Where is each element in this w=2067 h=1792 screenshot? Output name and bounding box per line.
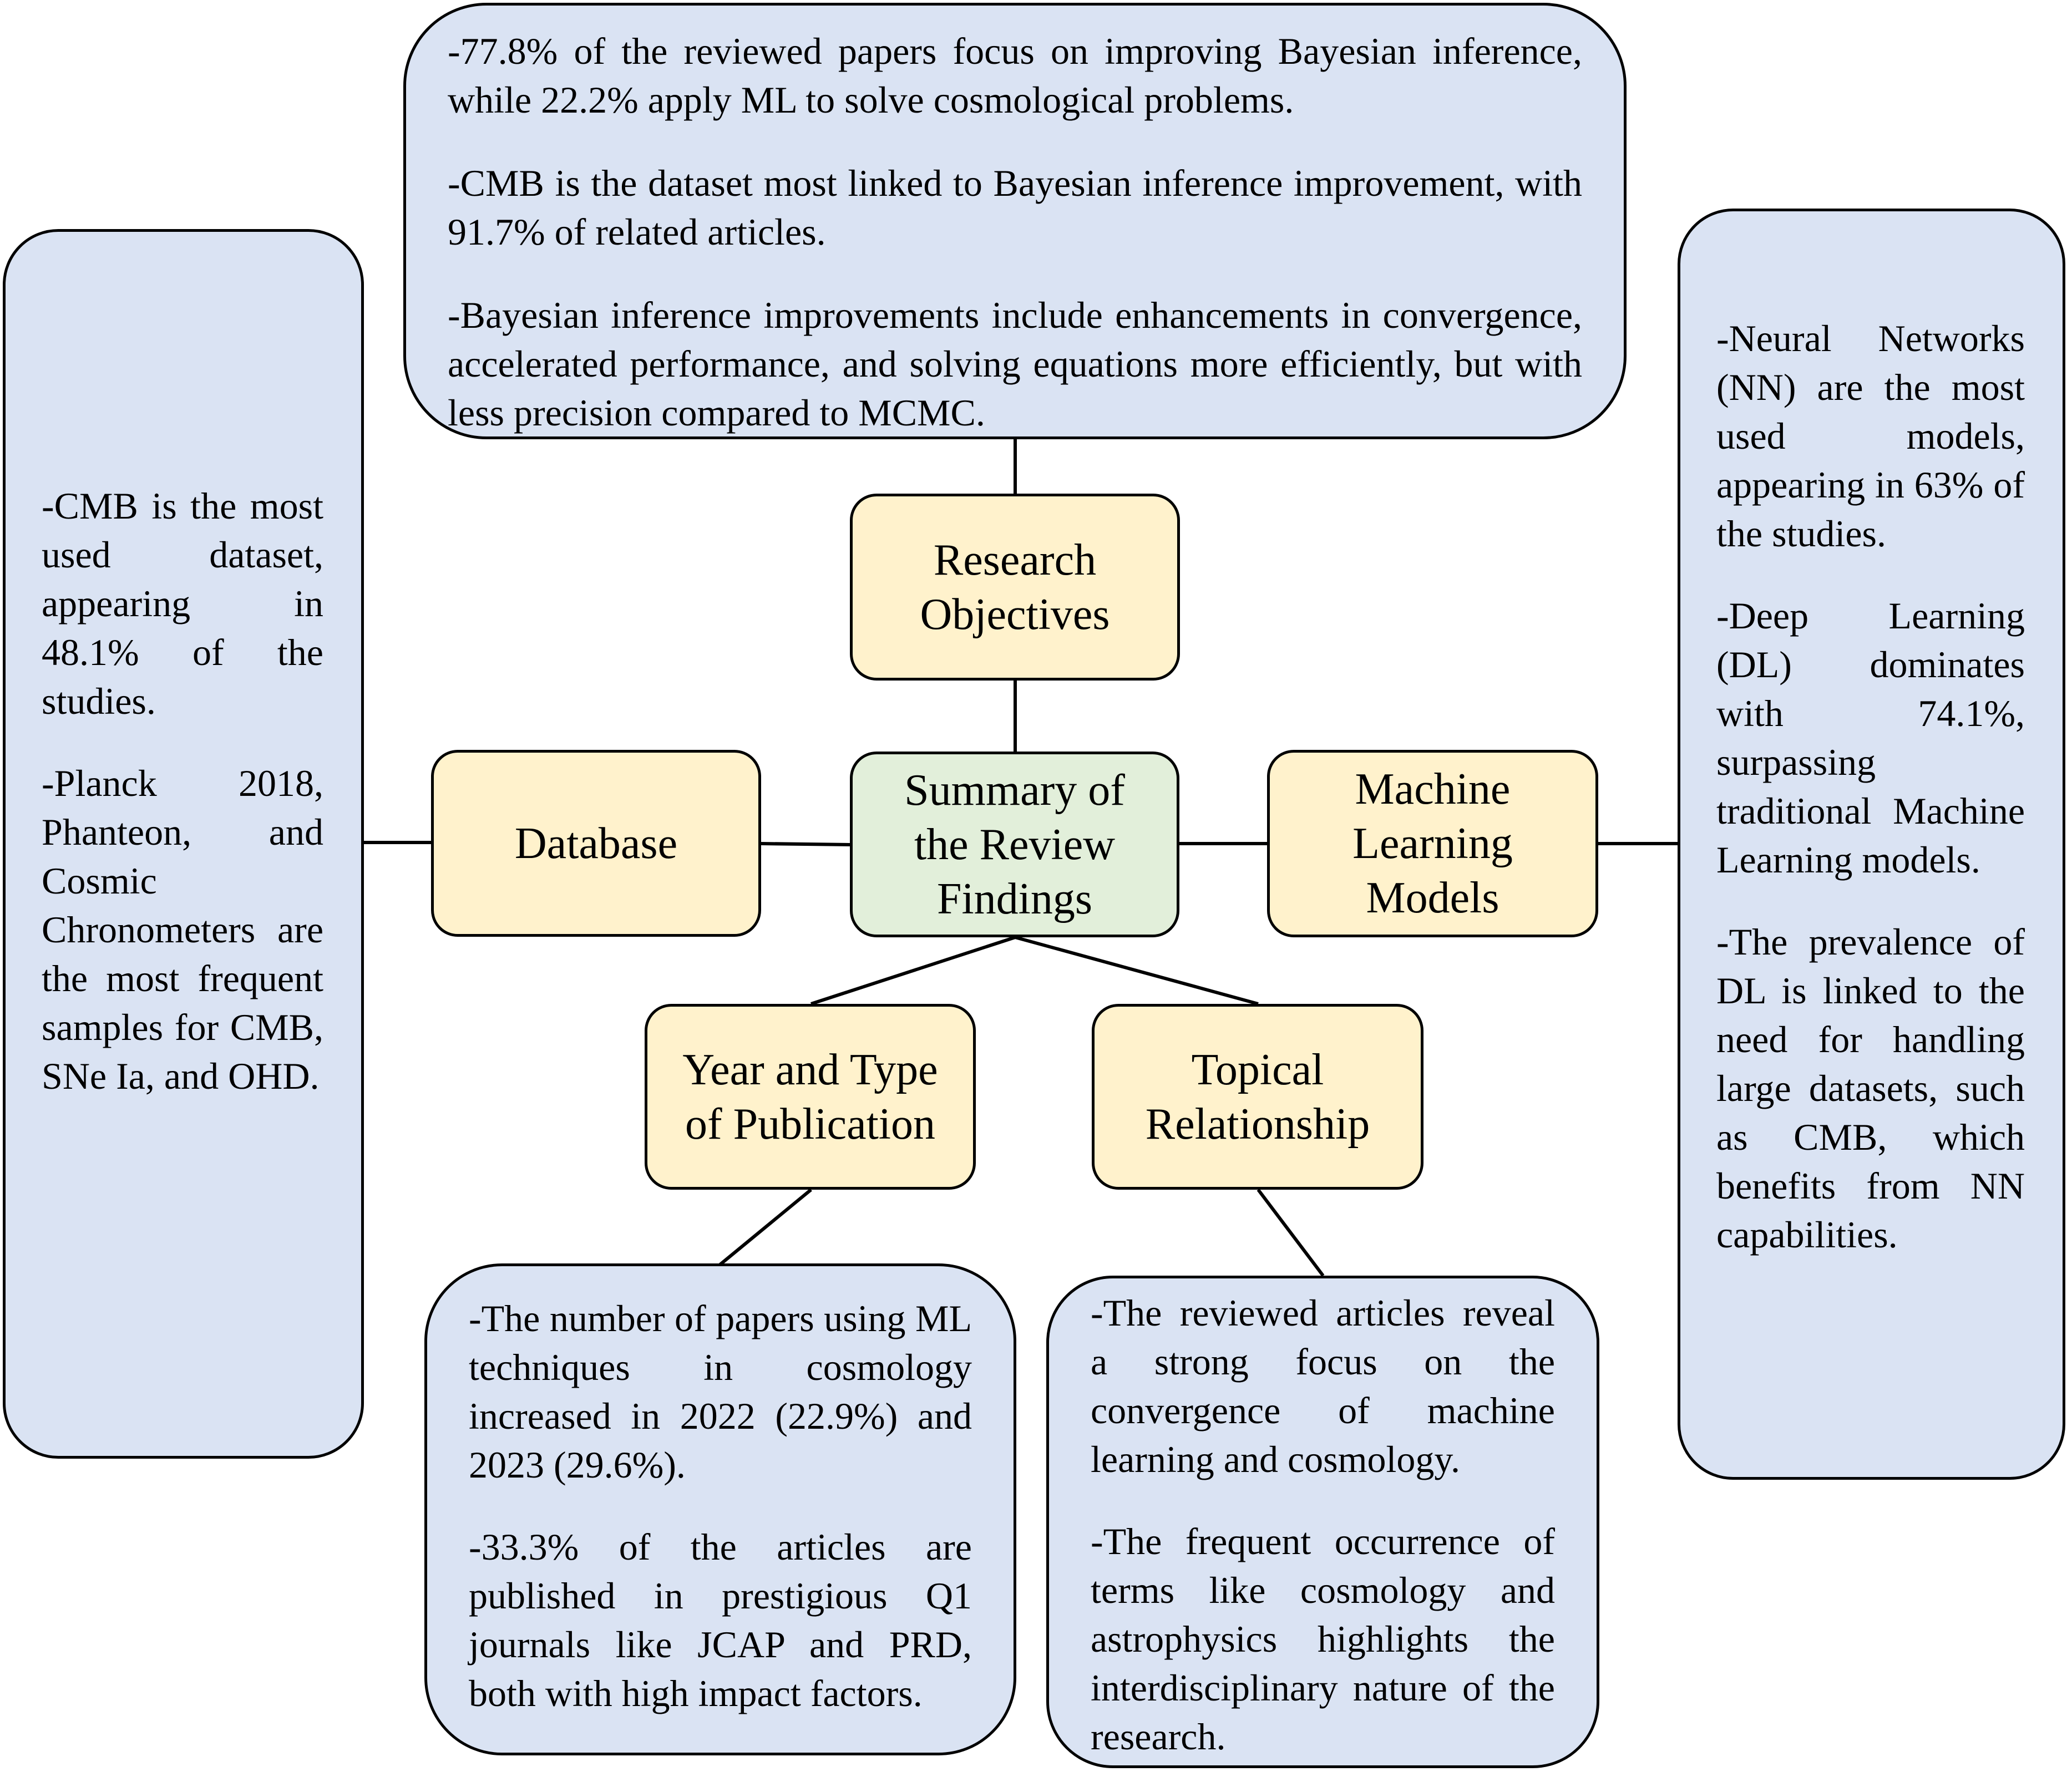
research-objectives-node: Research Objectives <box>850 494 1180 681</box>
connector-center-topical <box>1015 936 1259 1006</box>
topical-relationship-note: -The reviewed articles reveal a strong f… <box>1046 1276 1599 1768</box>
year-and-type-node: Year and Type of Publication <box>645 1004 976 1190</box>
note-text: -Neural Networks (NN) are the most used … <box>1716 317 2025 555</box>
note-text: -Deep Learning (DL) dominates with 74.1%… <box>1716 595 2025 881</box>
connector-year-note <box>719 1188 812 1266</box>
topical-relationship-node: Topical Relationship <box>1092 1004 1423 1190</box>
connector-center-year <box>810 936 1016 1006</box>
note-text: -CMB is the most used dataset, appearing… <box>42 485 323 722</box>
connector-topical-note <box>1257 1189 1325 1277</box>
note-text: -The reviewed articles reveal a strong f… <box>1091 1292 1555 1480</box>
node-label: Topical Relationship <box>1145 1045 1370 1149</box>
note-text: -The frequent occurrence of terms like c… <box>1091 1520 1555 1758</box>
note-text: -Bayesian inference improvements include… <box>448 294 1582 434</box>
machine-learning-models-node: Machine Learning Models <box>1267 750 1598 937</box>
node-label: Database <box>514 819 678 868</box>
machine-learning-models-note: -Neural Networks (NN) are the most used … <box>1678 209 2065 1480</box>
year-and-type-note: -The number of papers using ML technique… <box>424 1263 1016 1755</box>
note-text: -33.3% of the articles are published in … <box>469 1526 972 1714</box>
research-objectives-note: -77.8% of the reviewed papers focus on i… <box>403 3 1627 439</box>
note-text: -The number of papers using ML technique… <box>469 1297 972 1486</box>
summary-center-node: Summary of the Review Findings <box>850 752 1179 937</box>
connector-center-database <box>761 842 850 846</box>
note-text: -CMB is the dataset most linked to Bayes… <box>448 162 1582 253</box>
database-node: Database <box>431 750 761 937</box>
note-text: -Planck 2018, Phanteon, and Cosmic Chron… <box>42 762 323 1097</box>
note-text: -77.8% of the reviewed papers focus on i… <box>448 30 1582 121</box>
note-text: -The prevalence of DL is linked to the n… <box>1716 921 2025 1256</box>
node-label: Year and Type of Publication <box>682 1045 938 1149</box>
database-note: -CMB is the most used dataset, appearing… <box>3 229 364 1459</box>
node-label: Machine Learning Models <box>1352 765 1513 922</box>
node-label: Research Objectives <box>920 535 1110 639</box>
node-label: Summary of the Review Findings <box>904 765 1125 923</box>
